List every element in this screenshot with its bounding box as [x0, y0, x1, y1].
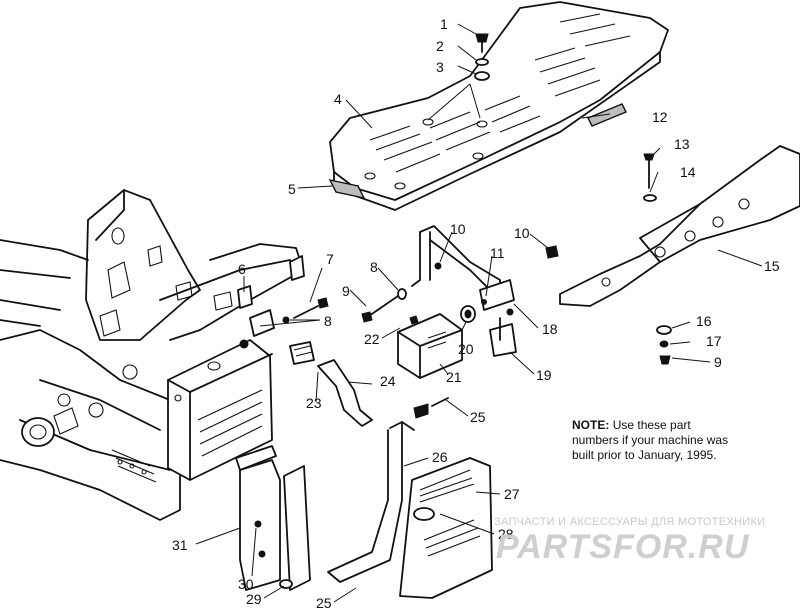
leader-lines — [195, 23, 763, 603]
bracket-19 — [489, 323, 517, 357]
callout-15: 15 — [764, 258, 780, 274]
callout-8a: 8 — [324, 313, 332, 329]
callout-23: 23 — [306, 395, 322, 411]
callout-29: 29 — [246, 591, 262, 607]
callout-28: 28 — [498, 526, 514, 542]
callout-26: 26 — [432, 449, 448, 465]
callout-25a: 25 — [470, 409, 486, 425]
callout-5: 5 — [288, 181, 296, 197]
callout-numbers: 1 2 3 4 5 6 7 8 8 9 10 10 11 12 13 14 15… — [172, 16, 780, 610]
callout-18: 18 — [542, 321, 558, 337]
rack-bolt-1 — [474, 33, 490, 81]
callout-3: 3 — [436, 59, 444, 75]
callout-30: 30 — [238, 576, 254, 592]
decal-12 — [587, 103, 627, 127]
tail-light — [397, 313, 463, 379]
callout-10b: 10 — [514, 225, 530, 241]
callout-31: 31 — [172, 537, 188, 553]
callout-7: 7 — [326, 251, 334, 267]
callout-12: 12 — [652, 109, 668, 125]
callout-19: 19 — [536, 367, 552, 383]
callout-6: 6 — [238, 261, 246, 277]
callout-2: 2 — [436, 38, 444, 54]
callout-20: 20 — [458, 341, 474, 357]
callout-10a: 10 — [450, 221, 466, 237]
callout-13: 13 — [674, 136, 690, 152]
callout-27: 27 — [504, 486, 520, 502]
rear-bumper — [559, 145, 800, 307]
callout-22: 22 — [364, 331, 380, 347]
note-body: Use these part numbers if your machine w… — [572, 418, 729, 462]
bolt-9-washer-8 — [361, 288, 407, 323]
clip-5 — [328, 179, 366, 199]
note-heading: NOTE: — [572, 418, 610, 432]
radiator-panel — [167, 339, 277, 481]
mud-flap-27 — [399, 457, 493, 599]
callout-24: 24 — [380, 373, 396, 389]
bolt-13 — [643, 153, 655, 161]
callout-4: 4 — [334, 91, 342, 107]
watermark-logo: PARTSFOR.RU — [496, 528, 750, 566]
bracket-24 — [317, 359, 373, 427]
watermark-caption: ЗАПЧАСТИ И АКСЕССУАРЫ ДЛЯ МОТОТЕХНИКИ — [494, 516, 766, 528]
side-bracket — [239, 459, 311, 591]
callout-8b: 8 — [370, 259, 378, 275]
callout-9b: 9 — [714, 354, 722, 370]
callout-17: 17 — [706, 333, 722, 349]
callout-21: 21 — [446, 369, 462, 385]
vehicle-frame — [0, 189, 301, 521]
callout-1: 1 — [440, 16, 448, 32]
mount-brackets — [237, 255, 329, 349]
clip-23 — [289, 341, 315, 365]
note-block: NOTE: Use these part numbers if your mac… — [572, 418, 732, 463]
callout-11: 11 — [490, 245, 505, 261]
loop-bracket-26 — [327, 421, 403, 583]
callout-25b: 25 — [316, 595, 332, 610]
callout-14: 14 — [680, 164, 696, 180]
callout-16: 16 — [696, 313, 712, 329]
callout-9a: 9 — [342, 283, 350, 299]
